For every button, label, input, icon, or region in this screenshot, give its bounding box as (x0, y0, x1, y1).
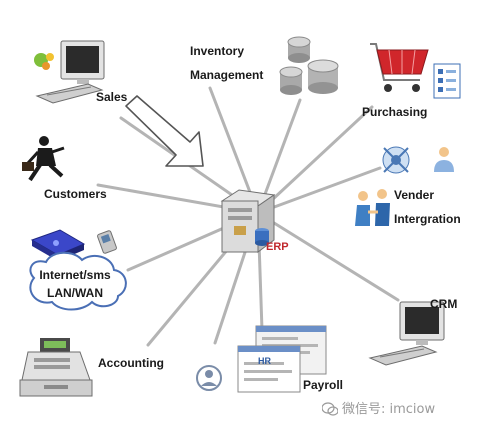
user-icon (434, 147, 454, 172)
cash-register-icon (19, 338, 93, 397)
watermark: 微信号: imciow (321, 398, 436, 417)
inventory-database-icon (279, 36, 339, 95)
businessman-icon (22, 136, 65, 182)
inventory-label-line1: Inventory (190, 44, 245, 58)
purchasing-label: Purchasing (362, 105, 428, 119)
crm-label: CRM (430, 297, 458, 311)
customers-label: Customers (44, 187, 107, 201)
watermark-text: 微信号: imciow (342, 402, 436, 417)
vender-label-line1: Vender (394, 188, 435, 202)
hr-badge: HR (258, 356, 271, 366)
mobile-phone-icon (97, 230, 117, 254)
accounting-label: Accounting (98, 356, 164, 370)
internet-label-line2: LAN/WAN (47, 286, 103, 300)
wechat-icon (321, 402, 339, 416)
network-hub-icon (382, 146, 410, 174)
internet-label-line1: Internet/sms (39, 268, 111, 282)
payroll-screens-icon (196, 325, 327, 393)
checklist-icon (433, 63, 461, 99)
sales-computer-icon (34, 40, 105, 104)
vender-label-line2: Intergration (394, 212, 461, 226)
erp-label: ERP (266, 241, 289, 253)
sales-label: Sales (96, 90, 128, 104)
handshake-people-icon (355, 189, 390, 226)
flow-arrow-icon (125, 95, 204, 167)
payroll-label: Payroll (303, 378, 344, 392)
erp-server-icon (220, 189, 276, 253)
crm-computer-icon (368, 301, 445, 366)
network-cloud-icon (29, 251, 127, 311)
shopping-cart-icon (370, 43, 429, 92)
inventory-label-line2: Management (190, 68, 264, 82)
